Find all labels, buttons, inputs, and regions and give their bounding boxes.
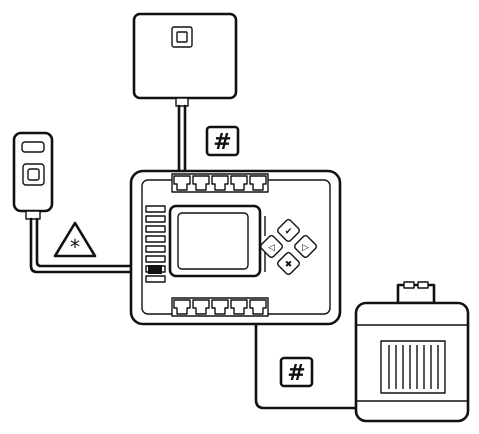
- cable-bottom: [254, 311, 362, 410]
- battery-pack: [354, 281, 470, 423]
- bottom-link-label: #: [279, 356, 314, 388]
- controller: ✔ ✖ ◁ ▷: [129, 169, 342, 326]
- key-up[interactable]: [276, 218, 300, 242]
- bottom-port-strip: [171, 297, 269, 317]
- top-module: [132, 12, 238, 107]
- hash-icon: #: [213, 130, 231, 155]
- chevron-right-icon: ▷: [302, 243, 309, 253]
- battery-vents: [380, 340, 446, 394]
- sensor-link-label: *: [53, 221, 97, 259]
- check-icon: ✔: [285, 227, 293, 237]
- asterisk-icon: *: [70, 235, 80, 259]
- top-link-label: #: [205, 125, 240, 157]
- cable-sensor-2: [35, 217, 158, 268]
- top-module-connector: [175, 97, 189, 107]
- display-panel: [168, 204, 266, 278]
- lcd-screen: [177, 212, 249, 270]
- key-left[interactable]: [259, 234, 283, 258]
- hash-icon: #: [287, 361, 305, 386]
- terminal-block: [145, 205, 166, 283]
- cable-sensor: [29, 217, 158, 274]
- top-module-port-icon: [171, 26, 193, 48]
- cross-icon: ✖: [285, 260, 293, 270]
- terminal-connected: [148, 265, 162, 274]
- keypad: ✔ ✖ ◁ ▷: [259, 218, 317, 275]
- chevron-left-icon: ◁: [268, 243, 275, 253]
- sensor-button-icon: [22, 163, 45, 186]
- key-right[interactable]: [293, 234, 317, 258]
- key-down[interactable]: [276, 251, 300, 275]
- top-port-strip: [171, 173, 269, 193]
- handheld-sensor: [12, 131, 54, 220]
- cables: [29, 104, 362, 410]
